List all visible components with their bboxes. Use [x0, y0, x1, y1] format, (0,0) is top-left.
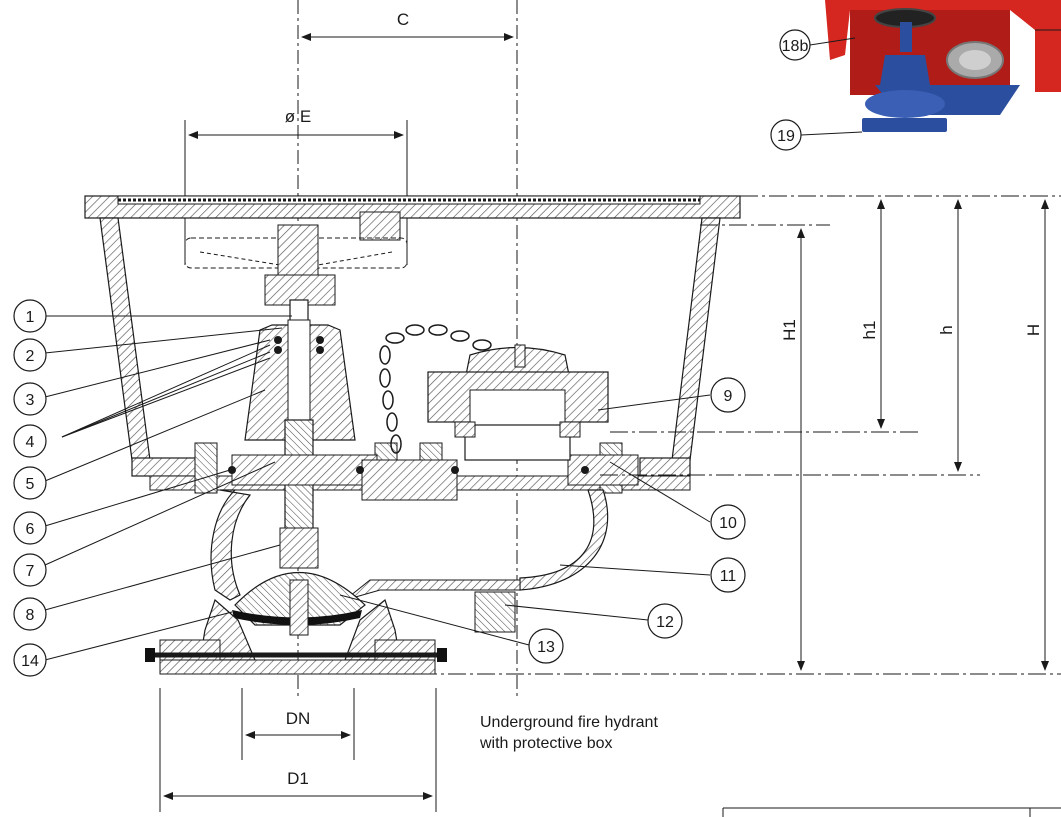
caption-line-2: with protective box	[480, 735, 613, 752]
protective-box	[84, 195, 741, 491]
photo-callout-18b: 18b	[779, 29, 856, 61]
callout-3: 3	[13, 382, 47, 416]
svg-text:11: 11	[720, 568, 737, 585]
callout-5: 5	[13, 466, 47, 500]
caption-line-1: Underground fire hydrant	[480, 714, 658, 731]
svg-text:8: 8	[26, 607, 35, 624]
chain	[379, 324, 512, 454]
callout-14: 14	[13, 643, 47, 677]
svg-text:5: 5	[26, 476, 35, 493]
callout-8: 8	[13, 597, 47, 631]
svg-text:10: 10	[719, 515, 737, 532]
dimension-h1-label: H1	[780, 319, 799, 341]
diagram-caption: Underground fire hydrant with protective…	[480, 712, 780, 754]
photo-callout-18b-label: 18b	[782, 38, 809, 55]
svg-text:12: 12	[656, 614, 674, 631]
leader-lines	[44, 315, 711, 661]
callout-2: 2	[13, 338, 47, 372]
callout-9: 9	[710, 377, 746, 413]
svg-text:6: 6	[26, 521, 35, 538]
svg-text:7: 7	[26, 563, 35, 580]
dimension-h-small-label: h	[937, 325, 956, 334]
svg-text:9: 9	[724, 388, 733, 405]
dimension-dn: DN	[241, 688, 355, 760]
callout-10: 10	[710, 504, 746, 540]
svg-text:1: 1	[26, 309, 35, 326]
dimension-e-label: ø E	[285, 107, 311, 126]
dimension-dn-label: DN	[286, 709, 311, 728]
dimension-h1-small-label: h1	[860, 321, 879, 340]
base-bolts	[194, 442, 639, 501]
svg-text:4: 4	[26, 434, 35, 451]
callout-1: 1	[13, 299, 47, 333]
table-corner	[722, 807, 1061, 817]
callout-6: 6	[13, 511, 47, 545]
callout-12: 12	[647, 603, 683, 639]
svg-text:2: 2	[26, 348, 35, 365]
callout-4: 4	[13, 424, 47, 458]
svg-text:13: 13	[537, 639, 555, 656]
callout-11: 11	[710, 557, 746, 593]
svg-text:14: 14	[21, 653, 39, 670]
svg-text:3: 3	[26, 392, 35, 409]
dimension-e: ø E	[184, 107, 408, 265]
spindle-assembly	[244, 224, 356, 569]
valve-body	[145, 489, 609, 675]
callout-7: 7	[13, 553, 47, 587]
photo-callout-19: 19	[770, 119, 863, 151]
dimension-h-label: H	[1024, 324, 1043, 336]
photo-callout-19-label: 19	[777, 128, 795, 145]
product-photo	[825, 0, 1061, 132]
dimension-d1: D1	[159, 688, 437, 812]
callout-13: 13	[528, 628, 564, 664]
dimension-c-label: C	[397, 10, 409, 29]
dimension-d1-label: D1	[287, 769, 309, 788]
outlet-coupling	[427, 344, 609, 461]
height-dimensions: H1 h1 h H	[390, 195, 1061, 675]
